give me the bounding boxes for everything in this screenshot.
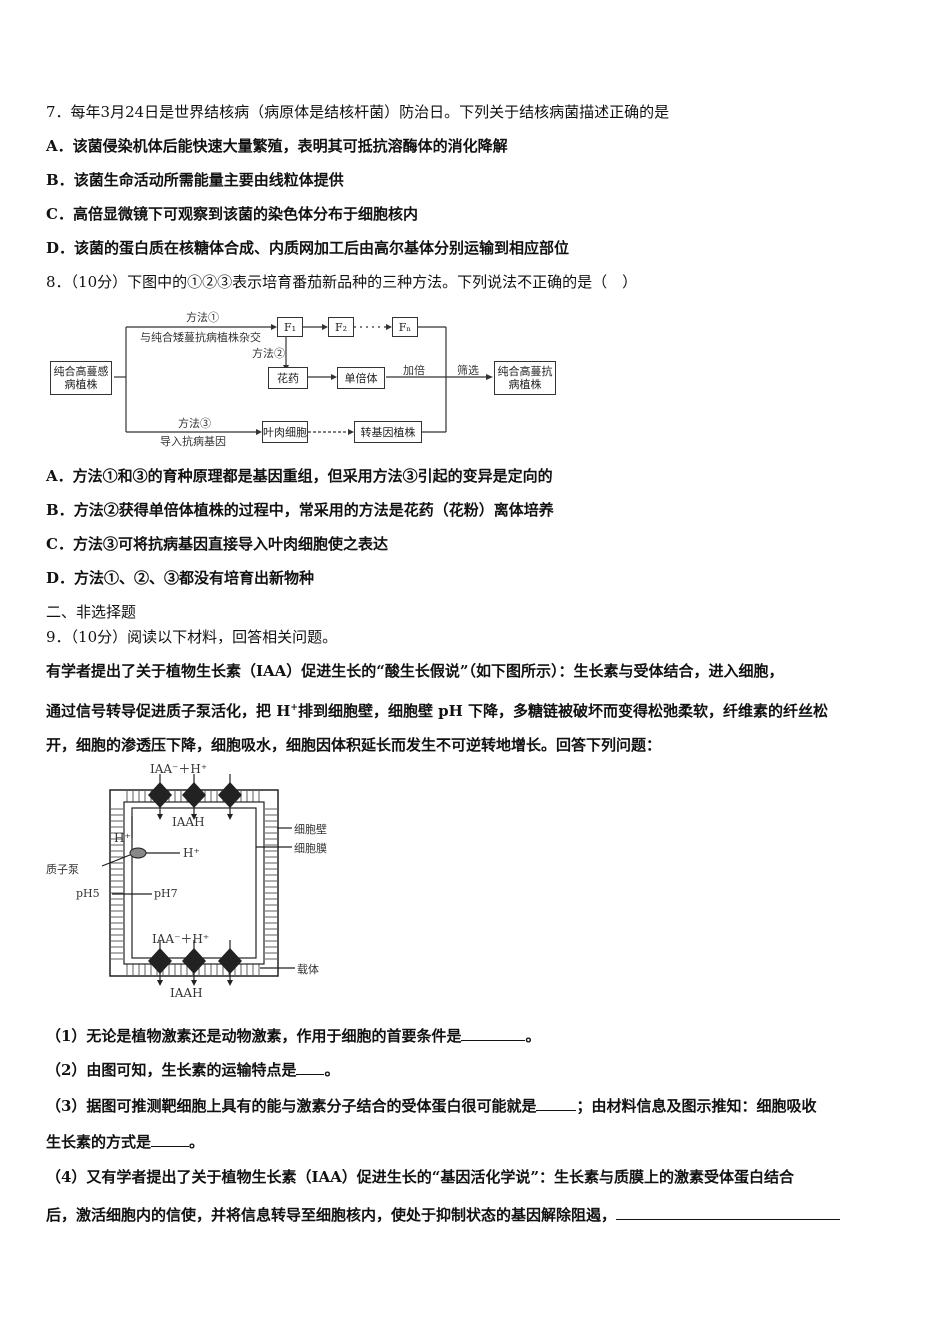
q9-sub3-cont: 生长素的方式是 。: [46, 1132, 204, 1152]
q7-option-a: A．该菌侵染机体后能快速大量繁殖，表明其可抵抗溶酶体的消化降解: [46, 136, 508, 156]
top-iaa-label: IAA⁻＋H⁺: [150, 762, 208, 776]
answer-blank-1[interactable]: [461, 1026, 526, 1041]
ph7-label: pH7: [154, 887, 178, 900]
q9-sub4: （4）又有学者提出了关于植物生长素（IAA）促进生长的“基因活化学说”：生长素与…: [46, 1168, 794, 1186]
cell-membrane-label: 细胞膜: [294, 842, 327, 855]
option-key: C．: [46, 535, 73, 553]
option-key: B．: [46, 501, 74, 519]
q9-paragraph-line1: 有学者提出了关于植物生长素（IAA）促进生长的“酸生长假说”（如下图所示）：生长…: [46, 662, 784, 680]
f2-box: F₂: [328, 317, 354, 337]
option-text: 方法②获得单倍体植株的过程中，常采用的方法是花药（花粉）离体培养: [73, 501, 554, 519]
answer-blank-2[interactable]: [296, 1060, 325, 1075]
mesophyll-box: 叶肉细胞: [262, 421, 308, 443]
q8-option-a: A．方法①和③的育种原理都是基因重组，但采用方法③引起的变异是定向的: [46, 466, 553, 486]
proton-pump-label: 质子泵: [46, 863, 79, 876]
q9-sub2: （2）由图可知，生长素的运输特点是 。: [46, 1060, 339, 1080]
start-plant-box: 纯合高蔓感病植株: [50, 361, 112, 395]
option-text: 方法①、②、③都没有培育出新物种: [74, 569, 315, 587]
method1-label: 方法①: [186, 311, 219, 324]
section-heading: 二、非选择题: [46, 603, 137, 621]
acid-growth-diagram: IAA⁻＋H⁺ IAAH 细胞壁 细胞膜 H⁺ H⁺ 质子泵 pH5 pH7 I…: [40, 758, 380, 1008]
answer-blank-3a[interactable]: [536, 1096, 577, 1111]
doubling-label: 加倍: [403, 364, 425, 377]
text: 。: [525, 1027, 541, 1045]
option-key: A．: [46, 467, 73, 485]
q7-stem: 7．每年3月24日是世界结核病（病原体是结核杆菌）防治日。下列关于结核病菌描述正…: [46, 103, 670, 121]
option-text: 方法①和③的育种原理都是基因重组，但采用方法③引起的变异是定向的: [72, 467, 553, 485]
answer-blank-4[interactable]: [616, 1205, 841, 1220]
text: 。: [324, 1061, 340, 1079]
method3-label: 方法③: [178, 417, 211, 430]
carrier-label: 载体: [297, 963, 319, 976]
h-plus-inside-label: H⁺: [183, 846, 200, 860]
answer-blank-3b[interactable]: [151, 1132, 190, 1147]
option-text: 方法③可将抗病基因直接导入叶肉细胞使之表达: [72, 535, 388, 553]
haploid-box: 单倍体: [337, 367, 385, 389]
cell-drawing: [101, 774, 295, 986]
option-key: A．: [46, 137, 73, 155]
q7-option-b: B．该菌生命活动所需能量主要由线粒体提供: [46, 170, 344, 190]
bottom-iaa-label: IAA⁻＋H⁺: [152, 932, 210, 946]
text: 。: [189, 1133, 205, 1151]
q9-sub1: （1）无论是植物激素还是动物激素，作用于细胞的首要条件是 。: [46, 1026, 540, 1046]
diagram-lines: [114, 324, 493, 435]
option-key: D．: [46, 239, 75, 257]
fn-box: Fₙ: [392, 317, 418, 337]
text: 排到细胞壁，细胞壁 pH 下降，多糖链被破坏而变得松弛柔软，纤维素的纤丝松: [297, 702, 829, 720]
text: （3）据图可推测靶细胞上具有的能与激素分子结合的受体蛋白很可能就是: [46, 1097, 537, 1115]
option-key: B．: [46, 171, 74, 189]
q9-sub4-cont: 后，激活细胞内的信使，并将信息转导至细胞核内，使处于抑制状态的基因解除阻遏，: [46, 1205, 841, 1225]
option-text: 高倍显微镜下可观察到该菌的染色体分布于细胞核内: [72, 205, 418, 223]
q9-paragraph-line3: 开，细胞的渗透压下降，细胞吸水，细胞因体积延长而发生不可逆转地增长。回答下列问题…: [46, 736, 662, 754]
cell-wall-label: 细胞壁: [294, 823, 327, 836]
breeding-methods-diagram: 纯合高蔓感病植株 方法① 与纯合矮蔓抗病植株杂交 F₁ F₂ Fₙ 方法② 花药…: [46, 305, 566, 448]
q7-option-c: C．高倍显微镜下可观察到该菌的染色体分布于细胞核内: [46, 204, 418, 224]
option-key: D．: [46, 569, 75, 587]
option-text: 该菌的蛋白质在核糖体合成、内质网加工后由高尔基体分别运输到相应部位: [74, 239, 570, 257]
bottom-iaah-label: IAAH: [170, 986, 203, 1000]
q9-paragraph-line2: 通过信号转导促进质子泵活化，把 H+排到细胞壁，细胞壁 pH 下降，多糖链被破坏…: [46, 698, 828, 721]
f1-box: F₁: [277, 317, 303, 337]
ph5-label: pH5: [76, 887, 100, 900]
option-text: 该菌生命活动所需能量主要由线粒体提供: [73, 171, 344, 189]
text: （2）由图可知，生长素的运输特点是: [46, 1061, 297, 1079]
option-text: 该菌侵染机体后能快速大量繁殖，表明其可抵抗溶酶体的消化降解: [72, 137, 508, 155]
text: 通过信号转导促进质子泵活化，把 H: [46, 702, 291, 720]
method2-label: 方法②: [252, 347, 285, 360]
q8-stem: 8．（10分）下图中的①②③表示培育番茄新品种的三种方法。下列说法不正确的是（ …: [46, 273, 638, 291]
q8-option-c: C．方法③可将抗病基因直接导入叶肉细胞使之表达: [46, 534, 388, 554]
top-iaah-label: IAAH: [172, 815, 205, 829]
text: ；由材料信息及图示推知：细胞吸收: [576, 1097, 817, 1115]
method3-desc: 导入抗病基因: [160, 435, 226, 448]
text: （1）无论是植物激素还是动物激素，作用于细胞的首要条件是: [46, 1027, 462, 1045]
option-key: C．: [46, 205, 73, 223]
q9-stem: 9．（10分）阅读以下材料，回答相关问题。: [46, 628, 338, 646]
result-plant-box: 纯合高蔓抗病植株: [494, 361, 556, 395]
q7-option-d: D．该菌的蛋白质在核糖体合成、内质网加工后由高尔基体分别运输到相应部位: [46, 238, 569, 258]
q8-option-b: B．方法②获得单倍体植株的过程中，常采用的方法是花药（花粉）离体培养: [46, 500, 554, 520]
transgenic-box: 转基因植株: [354, 421, 422, 443]
h-plus-outside-label: H⁺: [114, 831, 131, 845]
q9-sub3: （3）据图可推测靶细胞上具有的能与激素分子结合的受体蛋白很可能就是 ；由材料信息及…: [46, 1096, 816, 1116]
screening-label: 筛选: [457, 364, 479, 377]
anther-box: 花药: [268, 367, 308, 389]
superscript: +: [290, 703, 298, 713]
q8-option-d: D．方法①、②、③都没有培育出新物种: [46, 568, 314, 588]
method1-desc: 与纯合矮蔓抗病植株杂交: [140, 331, 261, 344]
text: 生长素的方式是: [46, 1133, 152, 1151]
text: 后，激活细胞内的信使，并将信息转导至细胞核内，使处于抑制状态的基因解除阻遏，: [46, 1206, 617, 1224]
